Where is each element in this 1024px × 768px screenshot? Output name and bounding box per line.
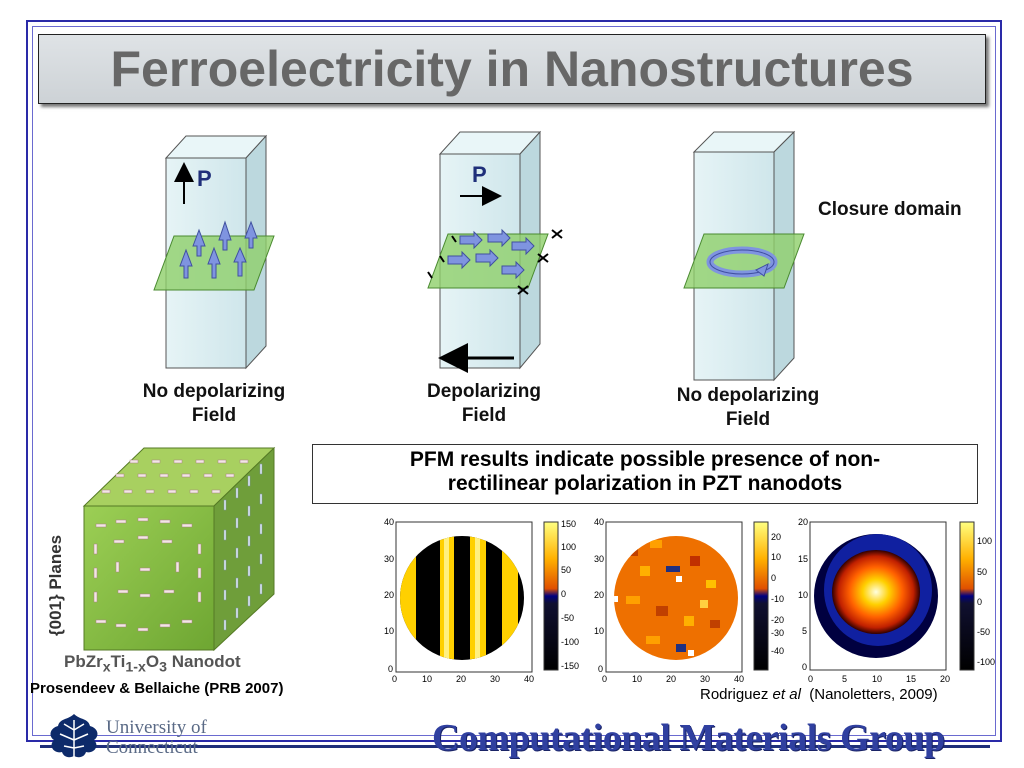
nanodot-cube	[82, 446, 276, 652]
tick-label: 150	[561, 519, 576, 529]
pfm-line-1: PFM results indicate possible presence o…	[409, 448, 881, 471]
tick-label: 20	[940, 674, 950, 684]
tick-label: 50	[561, 565, 571, 575]
caption-line: No depolarizing	[142, 381, 286, 402]
tick-label: -50	[561, 613, 574, 623]
tick-label: 20	[384, 590, 394, 600]
tick-label: 5	[802, 626, 807, 636]
tick-label: 20	[771, 532, 781, 542]
nanodot-label: PbZrxTi1-xO3 Nanodot	[64, 652, 241, 675]
credit-authors: Rodriguez	[700, 686, 773, 703]
compound-subscript: x	[102, 659, 111, 676]
tick-label: 20	[456, 674, 466, 684]
tick-label: 100	[977, 536, 992, 546]
slide-title: Ferroelectricity in Nanostructures	[110, 41, 914, 97]
caption-diagram-1: No depolarizing Field	[116, 380, 312, 428]
tick-label: 15	[798, 554, 808, 564]
prism-closure-domain	[683, 130, 805, 382]
tick-label: -40	[771, 646, 784, 656]
tick-label: 0	[602, 674, 607, 684]
footer-rule	[40, 745, 990, 748]
caption-line: Field	[461, 405, 507, 426]
credit-journal: (Nanoletters, 2009)	[800, 686, 938, 703]
tick-label: 30	[490, 674, 500, 684]
university-line-2: Connecticut	[106, 737, 198, 758]
tick-label: -100	[561, 637, 579, 647]
pfm-line-2: rectilinear polarization in PZT nanodots	[447, 472, 843, 495]
caption-line: Field	[191, 405, 237, 426]
tick-label: 15	[906, 674, 916, 684]
tick-label: -150	[561, 661, 579, 671]
compound-text: Ti	[110, 652, 126, 671]
slide-frame	[26, 20, 1002, 742]
caption-diagram-3: No depolarizing Field	[650, 384, 846, 432]
tick-label: 0	[598, 664, 603, 674]
tick-label: 10	[594, 626, 604, 636]
plane	[683, 233, 805, 289]
compound-text: Nanodot	[167, 652, 241, 671]
credit-rodriguez: Rodriguez et al (Nanoletters, 2009)	[700, 686, 938, 703]
tick-label: -30	[771, 628, 784, 638]
tick-label: 0	[388, 664, 393, 674]
polarization-label-2: P	[472, 162, 487, 187]
tick-label: 10	[872, 674, 882, 684]
tick-label: -100	[977, 657, 995, 667]
tick-label: 10	[798, 590, 808, 600]
tick-label: 100	[561, 542, 576, 552]
tick-label: 0	[561, 589, 566, 599]
tick-label: 10	[632, 674, 642, 684]
credit-etal: et al	[772, 686, 801, 703]
tick-label: 5	[842, 674, 847, 684]
tick-label: 30	[594, 554, 604, 564]
group-name: Computational Materials Group	[432, 717, 945, 759]
university-oak-leaf-logo	[50, 714, 98, 762]
tick-label: 0	[802, 662, 807, 672]
tick-label: 10	[384, 626, 394, 636]
credit-prosendeev: Prosendeev & Bellaiche (PRB 2007)	[30, 680, 284, 697]
tick-label: 30	[700, 674, 710, 684]
tick-label: 0	[977, 597, 982, 607]
tick-label: -50	[977, 627, 990, 637]
tick-label: 30	[384, 554, 394, 564]
university-name: University of Connecticut	[106, 718, 207, 758]
tick-label: 20	[594, 590, 604, 600]
pfm-box	[312, 444, 978, 504]
compound-text: O	[145, 652, 160, 671]
prism-no-depolarizing-1	[153, 134, 275, 370]
tick-label: 40	[384, 517, 394, 527]
prism-depolarizing	[427, 130, 563, 373]
caption-line: No depolarizing	[676, 385, 820, 406]
polarization-label-1: P	[197, 166, 212, 191]
tick-label: 0	[771, 573, 776, 583]
pfm-plot-1	[395, 521, 559, 673]
tick-label: -10	[771, 594, 784, 604]
caption-line: Field	[725, 409, 771, 430]
compound-subscript: 3	[159, 659, 167, 676]
tick-label: 10	[422, 674, 432, 684]
slide-frame-inner	[32, 26, 996, 736]
tick-label: 0	[808, 674, 813, 684]
pfm-plot-2	[605, 521, 769, 673]
closure-domain-label: Closure domain	[818, 199, 962, 220]
caption-line: Depolarizing	[426, 381, 541, 402]
university-line-1: University of	[106, 717, 207, 738]
tick-label: 0	[392, 674, 397, 684]
tick-label: 20	[798, 517, 808, 527]
tick-label: 10	[771, 552, 781, 562]
caption-diagram-2: Depolarizing Field	[396, 380, 572, 428]
title-box	[38, 34, 986, 104]
tick-label: 40	[594, 517, 604, 527]
pfm-text: PFM results indicate possible presence o…	[312, 448, 978, 496]
compound-subscript: 1-x	[125, 659, 146, 676]
compound-text: PbZr	[64, 652, 103, 671]
tick-label: 40	[734, 674, 744, 684]
tick-label: 20	[666, 674, 676, 684]
tick-label: -20	[771, 615, 784, 625]
pfm-plot-3	[809, 521, 975, 671]
tick-label: 40	[524, 674, 534, 684]
tick-label: 50	[977, 567, 987, 577]
